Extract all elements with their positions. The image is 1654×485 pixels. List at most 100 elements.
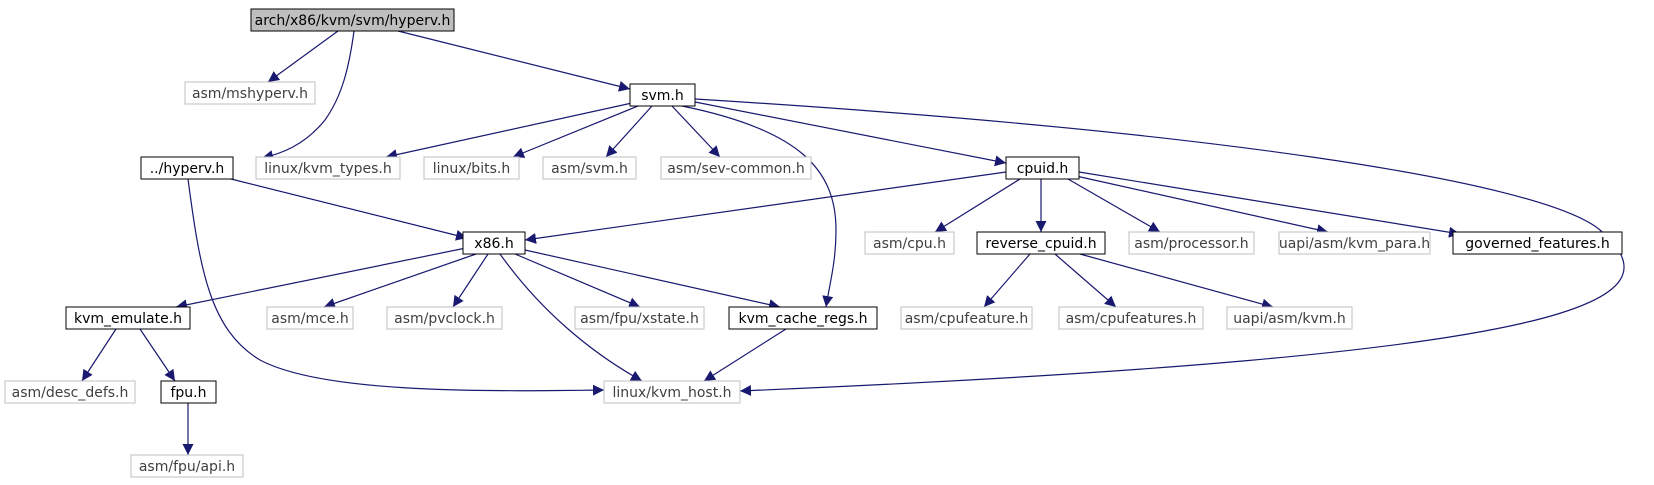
node-box xyxy=(900,306,1033,330)
edge-svm_h-to-bits xyxy=(512,105,639,158)
node-label: asm/mce.h xyxy=(271,311,349,327)
edge-cpuid-to-kvm_para xyxy=(1075,175,1329,235)
node-box xyxy=(1005,156,1080,180)
node-hyperv-svm[interactable]: arch/x86/kvm/svm/hyperv.h xyxy=(250,8,455,32)
edge-kvm_emulate-to-desc_defs xyxy=(81,328,117,382)
node-box xyxy=(266,306,354,330)
node-label: asm/sev-common.h xyxy=(667,161,804,177)
node-box xyxy=(1058,306,1204,330)
edge-kvm_emulate-to-fpu xyxy=(139,328,176,382)
node-kvm-types: linux/kvm_types.h xyxy=(255,156,401,180)
node-box xyxy=(130,454,244,478)
node-mshyperv: asm/mshyperv.h xyxy=(184,81,316,105)
node-label: uapi/asm/kvm.h xyxy=(1233,311,1346,327)
node-label: kvm_emulate.h xyxy=(74,311,182,327)
edge-cache_regs-to-kvm_host xyxy=(703,328,787,382)
node-box xyxy=(184,81,316,105)
node-hyperv-up[interactable]: ../hyperv.h xyxy=(140,156,234,180)
edge-svm_h-to-cache_regs xyxy=(681,105,837,308)
edge-hyperv_up-to-kvm_host xyxy=(187,178,605,396)
node-box xyxy=(1452,231,1623,255)
edge-reverse_cpuid-to-cpufeatures xyxy=(1054,253,1117,308)
node-processor: asm/processor.h xyxy=(1128,231,1255,255)
node-cpuid[interactable]: cpuid.h xyxy=(1005,156,1080,180)
node-label: asm/fpu/xstate.h xyxy=(580,311,699,327)
node-box xyxy=(574,306,705,330)
node-cache-regs[interactable]: kvm_cache_regs.h xyxy=(728,306,878,330)
node-box xyxy=(660,156,812,180)
edge-x86-to-mce xyxy=(323,253,477,309)
edges-layer xyxy=(81,30,1625,455)
edge-svm_h-to-kvm_host xyxy=(694,98,1625,397)
edge-x86-to-cache_regs xyxy=(524,249,781,310)
node-uapi-kvm: uapi/asm/kvm.h xyxy=(1226,306,1353,330)
node-box xyxy=(728,306,878,330)
node-label: linux/kvm_types.h xyxy=(264,161,391,177)
node-box xyxy=(65,306,191,330)
node-svm-h[interactable]: svm.h xyxy=(629,83,696,107)
node-box xyxy=(4,380,136,404)
edge-hyperv_svm-to-hyperv_up xyxy=(261,30,355,161)
node-label: asm/mshyperv.h xyxy=(192,86,308,102)
node-xstate: asm/fpu/xstate.h xyxy=(574,306,705,330)
node-label: arch/x86/kvm/svm/hyperv.h xyxy=(255,13,451,29)
node-desc-defs: asm/desc_defs.h xyxy=(4,380,136,404)
node-label: asm/cpufeature.h xyxy=(905,311,1029,327)
node-box xyxy=(423,156,520,180)
node-box xyxy=(1128,231,1255,255)
node-governed[interactable]: governed_features.h xyxy=(1452,231,1623,255)
node-cpufeatures: asm/cpufeatures.h xyxy=(1058,306,1204,330)
node-box xyxy=(603,380,741,404)
node-x86[interactable]: x86.h xyxy=(462,231,526,255)
node-kvm-para: uapi/asm/kvm_para.h xyxy=(1278,231,1431,255)
node-label: asm/cpufeatures.h xyxy=(1066,311,1197,327)
edge-reverse_cpuid-to-cpufeature xyxy=(983,253,1031,308)
edge-cpuid-to-asm_cpu xyxy=(934,178,1021,233)
node-label: cpuid.h xyxy=(1017,161,1069,177)
node-box xyxy=(1226,306,1353,330)
node-box xyxy=(250,8,455,32)
node-label: governed_features.h xyxy=(1465,236,1609,252)
edge-x86-to-xstate xyxy=(514,253,641,308)
edge-svm_h-to-asm_svm xyxy=(605,105,653,158)
node-label: linux/bits.h xyxy=(433,161,510,177)
nodes-layer: arch/x86/kvm/svm/hyperv.h asm/mshyperv.h s… xyxy=(4,8,1623,478)
edge-svm_h-to-kvm_types xyxy=(385,102,633,161)
node-asm-cpu: asm/cpu.h xyxy=(864,231,955,255)
edge-cpuid-to-x86 xyxy=(524,171,1007,244)
node-box xyxy=(629,83,696,107)
node-label: asm/fpu/api.h xyxy=(139,459,235,475)
node-fpu[interactable]: fpu.h xyxy=(160,380,217,404)
node-bits: linux/bits.h xyxy=(423,156,520,180)
node-box xyxy=(1278,231,1431,255)
node-label: asm/pvclock.h xyxy=(394,311,495,327)
node-label: x86.h xyxy=(474,236,513,252)
node-label: svm.h xyxy=(641,88,684,104)
node-label: asm/cpu.h xyxy=(873,236,946,252)
edge-hyperv_up-to-x86 xyxy=(230,178,468,241)
node-reverse-cpuid[interactable]: reverse_cpuid.h xyxy=(976,231,1106,255)
node-cpufeature: asm/cpufeature.h xyxy=(900,306,1033,330)
node-kvm-emulate[interactable]: kvm_emulate.h xyxy=(65,306,191,330)
node-box xyxy=(976,231,1106,255)
node-label: kvm_cache_regs.h xyxy=(738,311,867,327)
node-fpu-api: asm/fpu/api.h xyxy=(130,454,244,478)
edge-svm_h-to-sev_common xyxy=(671,105,721,158)
node-kvm-host: linux/kvm_host.h xyxy=(603,380,741,404)
node-label: asm/svm.h xyxy=(551,161,628,177)
node-box xyxy=(255,156,401,180)
node-label: uapi/asm/kvm_para.h xyxy=(1279,236,1430,252)
node-label: fpu.h xyxy=(170,385,206,401)
edge-cpuid-to-governed xyxy=(1078,171,1461,238)
edge-hyperv_svm-to-svm_h xyxy=(397,30,631,92)
node-box xyxy=(462,231,526,255)
edge-svm_h-to-cpuid xyxy=(694,101,1007,167)
node-box xyxy=(864,231,955,255)
node-box xyxy=(140,156,234,180)
node-sev-common: asm/sev-common.h xyxy=(660,156,812,180)
node-label: asm/processor.h xyxy=(1134,236,1248,252)
node-asm-svm: asm/svm.h xyxy=(542,156,637,180)
edge-x86-to-kvm_host xyxy=(499,253,643,382)
node-label: linux/kvm_host.h xyxy=(612,385,731,401)
